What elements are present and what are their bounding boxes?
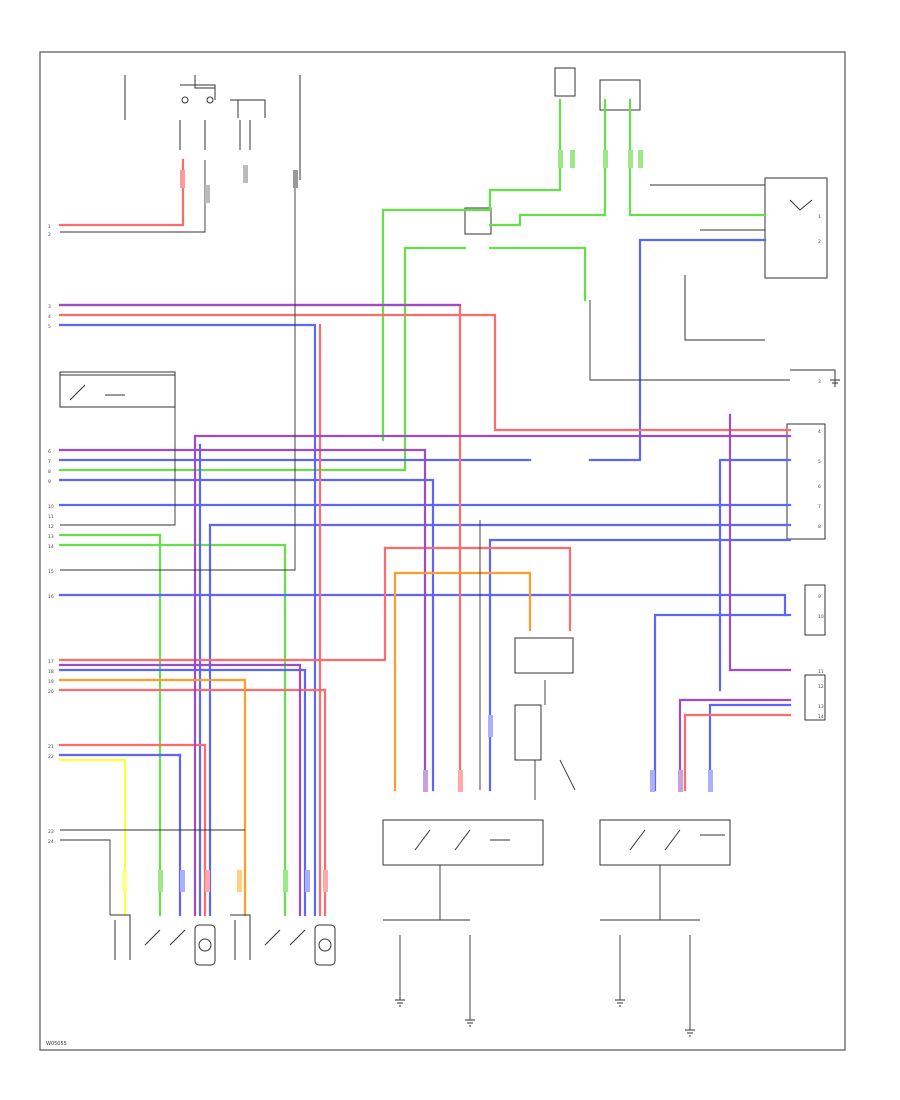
wire-red-8 (683, 713, 792, 792)
diagram-frame (39, 51, 846, 1051)
wire-blue-10 (653, 613, 792, 792)
wire-blue-9 (208, 523, 792, 917)
right-mark-14: 14 (818, 714, 824, 720)
row-mark-9: 9 (48, 479, 51, 485)
wire-green-4 (381, 183, 562, 442)
wire-black-1 (60, 180, 296, 571)
row-mark-16: 16 (48, 594, 54, 600)
row-mark-23: 23 (48, 829, 54, 835)
right-mark-6: 6 (818, 484, 821, 490)
bottom-right-block (599, 819, 731, 1030)
bottom-middle-block (382, 819, 544, 1020)
wire-black-7 (589, 300, 790, 381)
right-mark-7: 7 (818, 504, 821, 510)
wire-black-10 (534, 759, 576, 800)
ground-symbols (395, 379, 840, 1037)
row-mark-20: 20 (48, 689, 54, 695)
wire-purple-5 (678, 698, 792, 792)
top-right-components (464, 67, 836, 761)
row-mark-5: 5 (48, 324, 51, 330)
wire-red-1 (58, 158, 185, 227)
row-mark-10: 10 (48, 504, 54, 510)
black-wires (60, 160, 790, 915)
right-mark-2: 2 (818, 239, 821, 245)
right-mark-13: 13 (818, 704, 824, 710)
right-terminal-markers: 1 2 3 4 5 6 7 8 9 10 11 12 13 14 (818, 214, 824, 720)
wire-green-3 (628, 98, 767, 217)
row-mark-22: 22 (48, 754, 54, 760)
wire-purple-3 (58, 448, 427, 792)
wire-black-3 (60, 375, 176, 526)
wire-blue-3 (58, 323, 317, 917)
green-wires-top (58, 98, 767, 917)
wire-green-6 (488, 246, 587, 302)
top-left-components (124, 75, 301, 180)
wire-black-2 (60, 160, 206, 233)
wire-blue-11 (58, 668, 307, 917)
wire-red-5 (58, 688, 327, 917)
left-switch-box (59, 371, 176, 408)
wire-blue-1 (588, 238, 767, 462)
right-mark-5: 5 (818, 459, 821, 465)
wire-purple-4 (728, 413, 792, 672)
orange-yellow-wires (58, 571, 532, 917)
wire-black-6 (60, 839, 111, 915)
bottom-left-sensors (110, 914, 336, 966)
connector-marks (122, 150, 713, 892)
row-mark-3: 3 (48, 304, 51, 310)
row-mark-2: 2 (48, 232, 51, 238)
row-mark-13: 13 (48, 534, 54, 540)
wire-blue-14 (708, 703, 792, 792)
wire-blue-8 (718, 458, 792, 692)
right-mark-8: 8 (818, 524, 821, 530)
figure-id: W05055 (46, 1041, 67, 1047)
row-mark-18: 18 (48, 669, 54, 675)
wire-blue-4 (58, 478, 435, 792)
right-mark-9: 9 (818, 594, 821, 600)
wire-orange-3 (58, 678, 247, 917)
left-terminal-markers: 1 2 3 4 5 6 7 8 9 10 11 12 13 14 15 16 1… (48, 224, 54, 845)
wire-red-4 (58, 546, 387, 662)
wire-blue-15 (488, 538, 792, 792)
row-mark-14: 14 (48, 544, 54, 550)
wire-red-3 (383, 546, 572, 632)
right-mark-4: 4 (818, 429, 821, 435)
row-mark-11: 11 (48, 514, 54, 520)
row-mark-21: 21 (48, 744, 54, 750)
row-mark-4: 4 (48, 314, 51, 320)
purple-wires (58, 303, 792, 917)
wire-purple-6 (58, 663, 302, 917)
right-mark-1: 1 (818, 214, 821, 220)
row-mark-15: 15 (48, 569, 54, 575)
row-mark-8: 8 (48, 469, 51, 475)
row-mark-1: 1 (48, 224, 51, 230)
wire-red-6 (58, 743, 207, 917)
right-mark-3: 3 (818, 379, 821, 385)
row-mark-24: 24 (48, 839, 54, 845)
row-mark-6: 6 (48, 449, 51, 455)
row-mark-12: 12 (48, 524, 54, 530)
row-mark-19: 19 (48, 679, 54, 685)
right-mark-12: 12 (818, 684, 824, 690)
wire-blue-7 (58, 593, 787, 617)
wire-purple-2 (193, 434, 792, 917)
row-mark-17: 17 (48, 659, 54, 665)
wire-green-2 (488, 98, 607, 227)
wire-red-2 (58, 313, 792, 432)
wire-orange-1 (393, 571, 532, 632)
right-mark-11: 11 (818, 669, 824, 675)
wire-yellow-1 (58, 758, 127, 917)
wire-green-5 (58, 246, 467, 472)
right-mark-10: 10 (818, 614, 824, 620)
row-mark-7: 7 (48, 459, 51, 465)
